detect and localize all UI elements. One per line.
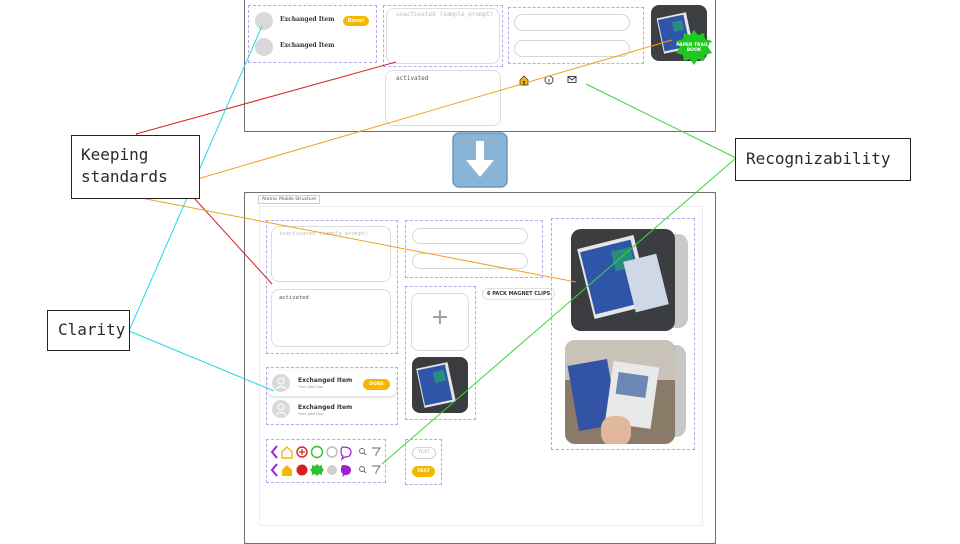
after-tab[interactable]: Atomic Mobile Structure <box>258 195 321 204</box>
callout-keeping-standards: Keeping standards <box>71 135 200 199</box>
after-input-2[interactable] <box>412 253 528 269</box>
orange-line <box>135 39 673 198</box>
before-item-2: Exchanged Item <box>280 42 335 49</box>
after-item-1: Exchanged Item <box>298 377 353 384</box>
after-canvas <box>259 206 703 526</box>
record-icon <box>296 464 308 476</box>
cyan-line <box>128 330 275 392</box>
after-prompt-group <box>266 220 398 354</box>
before-unactivated-text: unactivated (sample prompt) <box>396 11 494 18</box>
text-button-filled[interactable]: TEXT <box>412 466 435 477</box>
avatar <box>255 12 273 30</box>
chat-filled-icon <box>341 465 351 477</box>
green-line <box>381 157 737 465</box>
before-prompt-group <box>383 5 503 67</box>
after-upload-group <box>405 286 476 420</box>
home-icon <box>281 446 293 459</box>
before-book-badge <box>676 30 712 65</box>
plus-icon: + <box>430 305 450 330</box>
profile-icon <box>326 446 338 458</box>
add-circle-icon <box>296 446 308 458</box>
user-avatar-icon <box>272 374 290 392</box>
after-photo-image <box>565 340 675 444</box>
profile-filled-icon <box>327 465 337 475</box>
after-book-image <box>571 229 675 331</box>
before-unactivated-box <box>386 8 500 64</box>
after-activated-box <box>271 289 391 347</box>
before-item-1: Exchanged Item <box>280 16 335 23</box>
user-avatar-icon <box>272 400 290 418</box>
before-done-badge[interactable]: Done! <box>343 16 369 26</box>
red-line <box>135 61 397 135</box>
green-line <box>585 83 737 159</box>
text-button-outline[interactable]: TEXT <box>412 447 436 459</box>
callout-clarity: Clarity <box>47 310 130 351</box>
orange-line <box>135 196 577 283</box>
avatar <box>255 38 273 56</box>
before-activated-box <box>385 70 501 126</box>
after-unactivated-box <box>271 226 391 282</box>
before-exchange-list <box>248 5 377 63</box>
after-upload-thumb <box>412 357 468 413</box>
back-icon <box>270 445 278 459</box>
after-done-badge[interactable]: DONE <box>363 379 390 390</box>
after-unactivated-text: inactivated (sample prompt) <box>279 231 369 237</box>
chat-icon <box>340 446 352 461</box>
after-icon-rows <box>270 445 381 477</box>
before-input-2[interactable] <box>514 40 630 57</box>
before-activated-text: activated <box>396 75 429 82</box>
badge-filled-icon <box>310 464 324 476</box>
after-item-1-sub: From Jake Doe <box>298 385 324 389</box>
search-icon <box>359 466 365 472</box>
search-icon <box>359 448 365 454</box>
after-item-2: Exchanged Item <box>298 404 353 411</box>
callout-recognizability: Recognizability <box>735 138 911 181</box>
filter-icon <box>372 447 381 456</box>
home-filled-icon <box>282 465 292 476</box>
before-input-1[interactable] <box>514 14 630 31</box>
before-book-label: PAPER TRAILS BOOK <box>676 43 712 53</box>
after-exchange-list <box>266 367 398 425</box>
down-arrow-icon <box>452 132 508 188</box>
after-item-2-sub: From Jake Doe <box>298 412 324 416</box>
add-button[interactable] <box>411 293 469 351</box>
after-images-group <box>551 218 695 450</box>
after-activated-text: activated <box>279 295 309 301</box>
after-input-1[interactable] <box>412 228 528 244</box>
back-icon <box>270 463 278 477</box>
badge-outline-icon <box>310 445 324 459</box>
mail-icon[interactable] <box>567 76 577 83</box>
before-input-group <box>508 7 644 64</box>
magnet-clips-tag: 6 PACK MAGNET CLIPS <box>482 288 556 300</box>
filter-icon <box>372 465 381 474</box>
after-text-buttons-group <box>405 439 442 485</box>
